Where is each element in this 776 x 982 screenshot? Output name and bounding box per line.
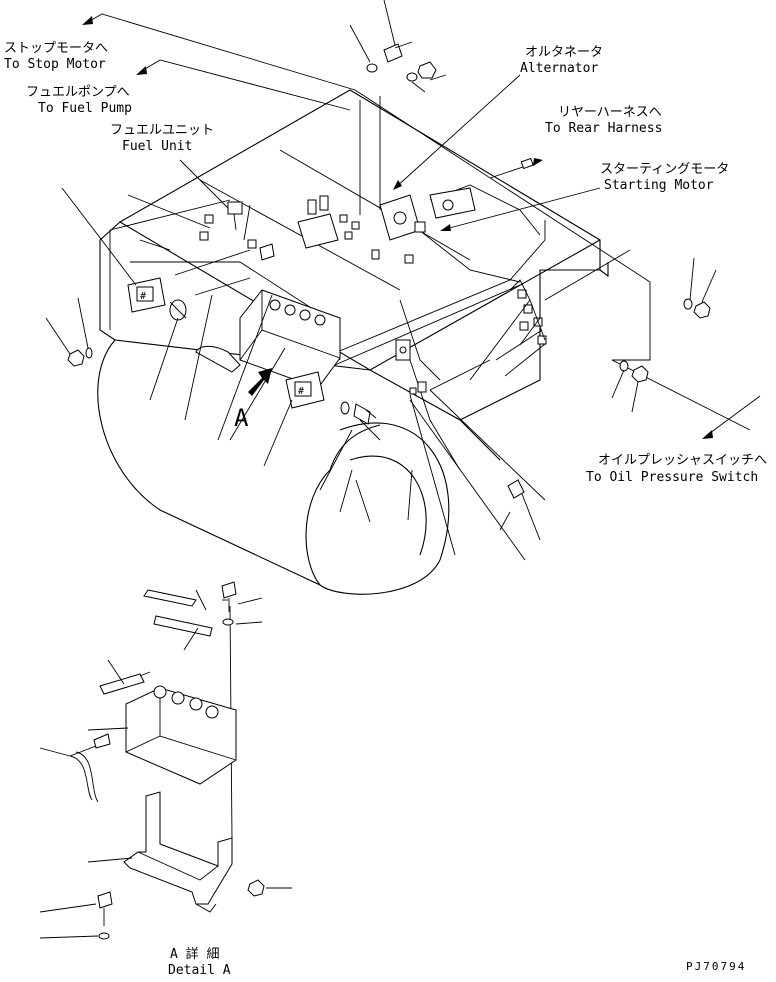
oil-pressure-arrow xyxy=(702,395,761,439)
view-a-arrow xyxy=(248,368,272,396)
battery-icon xyxy=(239,289,341,389)
rear-harness-connector xyxy=(520,157,534,170)
bolt-top xyxy=(383,41,413,63)
fitting-bottom xyxy=(507,479,525,499)
svg-text:#: # xyxy=(140,291,146,302)
detail-a-leaders xyxy=(39,589,292,939)
svg-text:#: # xyxy=(298,386,304,397)
detail-label-ja: A 詳 細 xyxy=(170,946,219,962)
oil-pressure-label-en: To Oil Pressure Switch xyxy=(586,470,758,485)
fuel-unit-label-ja: フュエルユニット xyxy=(110,123,214,138)
fuel-pump-label-ja: フュエルポンプへ xyxy=(26,85,130,100)
horn-icon xyxy=(169,299,187,321)
leader-lines xyxy=(45,0,717,561)
nut-top xyxy=(417,61,437,79)
alternator-label-ja: オルタネータ xyxy=(525,45,603,60)
oil-pressure-label-ja: オイルプレッシャスイッチへ xyxy=(598,453,767,468)
panel-switch-left: # xyxy=(127,277,166,313)
relay-box xyxy=(297,195,339,249)
washer-right-upper xyxy=(683,298,693,310)
alternator-leader xyxy=(393,74,521,190)
nut-right-upper xyxy=(693,301,711,319)
washer-right-lower xyxy=(619,360,629,372)
alternator-icon xyxy=(379,194,421,241)
starting-motor-leader xyxy=(440,187,601,231)
view-marker-a: A xyxy=(234,404,249,432)
part-number: PJ70794 xyxy=(686,960,746,973)
rear-harness-label-ja: リヤーハーネスへ xyxy=(558,105,662,120)
handle-icon xyxy=(195,345,241,373)
nut-right-lower xyxy=(631,365,649,383)
starting-motor-icon xyxy=(414,187,476,233)
starting-motor-label-en: Starting Motor xyxy=(604,178,714,193)
washer-top-right xyxy=(406,72,418,82)
stop-motor-arrow xyxy=(82,13,751,431)
panel-switch-front: # xyxy=(285,371,325,409)
rear-harness-arrow xyxy=(489,158,543,179)
starting-motor-label-ja: スターティングモータ xyxy=(600,162,729,177)
connector-cluster-left xyxy=(199,214,275,261)
detail-label-en: Detail A xyxy=(168,963,231,977)
detail-a-assembly xyxy=(69,581,265,940)
rear-harness-label-en: To Rear Harness xyxy=(545,121,662,136)
fuel-unit-label-en: Fuel Unit xyxy=(122,139,192,154)
fuel-unit-leader xyxy=(179,159,233,213)
stop-motor-label-ja: ストップモータへ xyxy=(4,41,108,56)
fuel-pump-label-en: To Fuel Pump xyxy=(38,101,132,116)
washer-left xyxy=(85,347,93,359)
stop-motor-label-en: To Stop Motor xyxy=(4,57,106,72)
oil-pressure-switch-icon xyxy=(395,339,427,395)
washer-top-left xyxy=(366,63,378,73)
fuel-pump-arrow xyxy=(136,59,351,111)
fuel-unit-icon xyxy=(227,201,243,231)
bolt-front xyxy=(340,401,377,425)
alternator-label-en: Alternator xyxy=(520,61,598,76)
connector-cluster-center xyxy=(339,214,414,264)
nut-left xyxy=(67,349,85,367)
connector-stack-right xyxy=(509,279,547,345)
